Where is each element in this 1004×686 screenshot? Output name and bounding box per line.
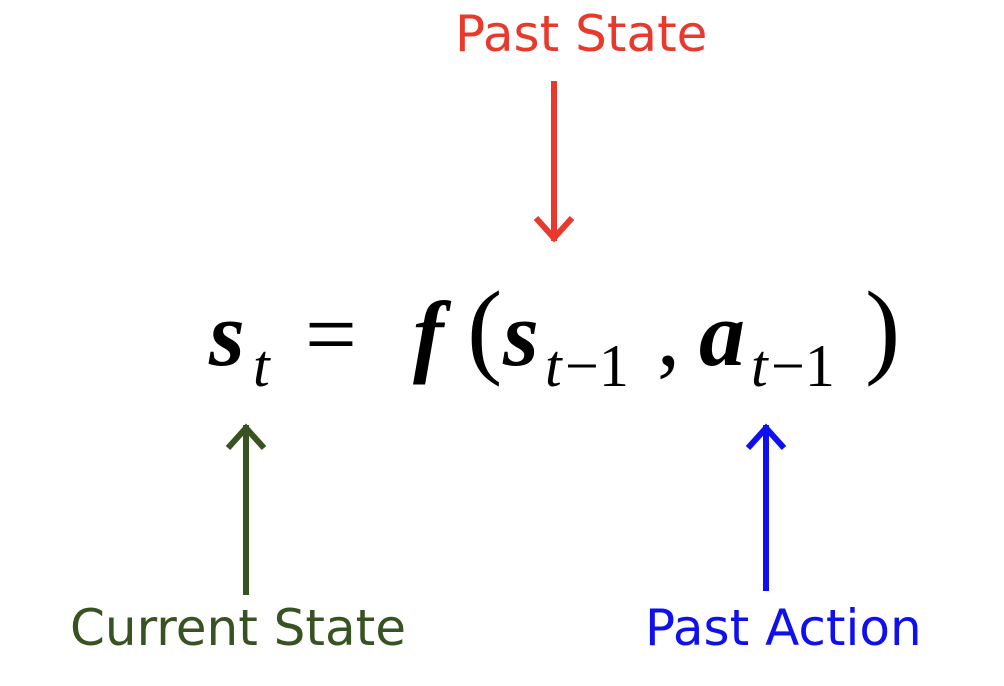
current-state-label: Current State	[70, 599, 407, 657]
lhs-variable: s	[209, 283, 245, 385]
arg1-subscript-minus-one: −1	[565, 333, 629, 399]
close-paren: )	[865, 270, 901, 387]
past-action-label: Past Action	[645, 599, 922, 657]
arg1-subscript-t: t	[545, 333, 562, 399]
equation: s t = f ( s t −1 , a t −1 )	[205, 270, 925, 410]
arg2-subscript-minus-one: −1	[771, 333, 835, 399]
current-state-arrow	[225, 423, 267, 595]
past-action-arrow	[745, 423, 787, 591]
lhs-subscript: t	[253, 333, 270, 399]
past-state-arrow	[533, 81, 575, 243]
function-symbol: f	[413, 283, 444, 385]
comma: ,	[657, 283, 680, 385]
open-paren: (	[467, 270, 503, 387]
equals-sign: =	[305, 283, 357, 385]
arg2-subscript-t: t	[751, 333, 768, 399]
past-state-label: Past State	[455, 5, 708, 63]
arg1-variable: s	[503, 283, 539, 385]
arg2-variable: a	[699, 283, 745, 385]
